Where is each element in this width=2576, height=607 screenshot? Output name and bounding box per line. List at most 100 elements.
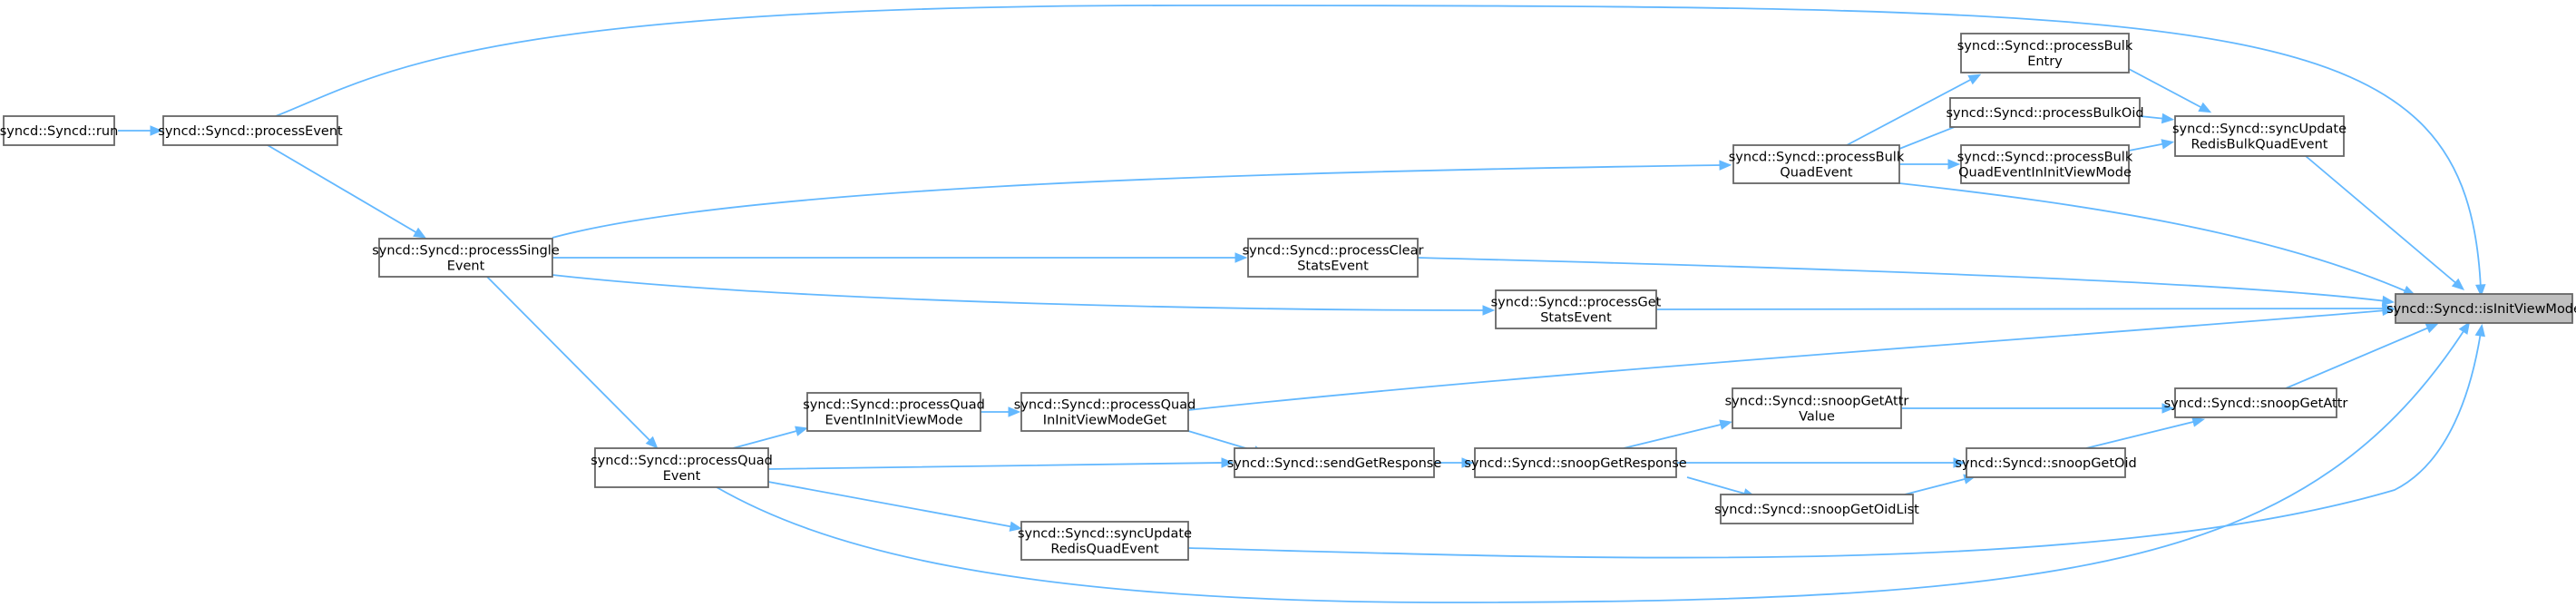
edge-line — [2128, 142, 2167, 152]
node-box — [1732, 144, 1900, 184]
arrowhead — [1953, 457, 1966, 468]
edge-process-quad-event-to-process-quad-event-in-init-view-mode — [732, 426, 808, 449]
arrowhead — [2474, 323, 2485, 338]
edges-layer — [118, 5, 2486, 603]
node-box — [2174, 115, 2345, 157]
node-box — [1495, 289, 1657, 329]
node-process-event[interactable]: syncd::Syncd::processEvent — [158, 115, 343, 146]
node-box — [806, 392, 981, 432]
node-label-line: syncd::Syncd::processGet — [1491, 296, 1662, 310]
arrowhead — [1008, 406, 1021, 417]
node-label-line: Entry — [2027, 54, 2063, 69]
node-box — [3, 115, 115, 146]
edge-snoop-get-response-to-snoop-get-attr-value — [1623, 419, 1733, 449]
node-box — [1949, 97, 2141, 128]
arrowhead — [2425, 323, 2439, 334]
node-snoop-get-response[interactable]: syncd::Syncd::snoopGetResponse — [1464, 447, 1687, 478]
edge-process-event-to-is-init-view-mode — [275, 5, 2486, 298]
edge-line — [1623, 423, 1725, 449]
edge-process-bulk-quad-event-in-init-view-mode-to-sync-update-redis-bulk-quad-event — [2128, 139, 2175, 152]
edge-process-bulk-oid-to-sync-update-redis-bulk-quad-event — [2139, 113, 2175, 124]
node-is-init-view-mode[interactable]: syncd::Syncd::isInitViewMode — [2386, 293, 2576, 324]
node-label-line: syncd::Syncd::processQuad — [590, 454, 773, 468]
edge-process-bulk-quad-event-to-process-bulk-entry — [1846, 73, 1982, 146]
node-snoop-get-attr[interactable]: syncd::Syncd::snoopGetAttr — [2164, 387, 2348, 418]
node-label-line: StatsEvent — [1297, 259, 1369, 274]
node-box — [378, 238, 553, 278]
edge-process-quad-event-to-sync-update-redis-quad-event — [767, 481, 1023, 532]
edge-line — [486, 276, 653, 444]
node-box — [162, 115, 338, 146]
edge-line — [1655, 308, 2387, 310]
node-send-get-response[interactable]: syncd::Syncd::sendGetResponse — [1227, 447, 1442, 478]
edge-line — [1846, 77, 1975, 146]
edge-process-bulk-quad-event-to-is-init-view-mode — [1898, 182, 2416, 296]
node-label-line: Value — [1799, 410, 1835, 425]
arrowhead — [645, 436, 659, 449]
arrowhead — [1719, 419, 1733, 430]
arrowhead — [2475, 284, 2486, 298]
node-label-line: syncd::Syncd::processBulk — [1957, 39, 2133, 54]
node-label-line: syncd::Syncd::snoopGetAttr — [2164, 397, 2348, 411]
arrowhead — [2451, 278, 2465, 291]
node-process-quad-in-init-view-mode-get[interactable]: syncd::Syncd::processQuadInInitViewModeG… — [1014, 392, 1196, 432]
node-process-bulk-quad-event-in-init-view-mode[interactable]: syncd::Syncd::processBulkQuadEventInInit… — [1957, 144, 2133, 184]
edge-sync-update-redis-bulk-quad-event-to-is-init-view-mode — [2305, 155, 2465, 291]
node-sync-update-redis-bulk-quad-event[interactable]: syncd::Syncd::syncUpdateRedisBulkQuadEve… — [2172, 115, 2347, 157]
edge-process-bulk-entry-to-sync-update-redis-bulk-quad-event — [2128, 68, 2212, 113]
edge-process-quad-event-in-init-view-mode-to-process-quad-in-init-view-mode-get — [981, 406, 1021, 417]
node-box — [1247, 238, 1419, 278]
arrowhead — [2458, 321, 2471, 335]
arrowhead — [2191, 416, 2206, 427]
node-label-line: RedisQuadEvent — [1050, 543, 1159, 557]
arrowhead — [2161, 139, 2175, 150]
arrowhead — [2198, 102, 2212, 113]
edge-line — [767, 481, 1015, 528]
edge-line — [716, 328, 2466, 603]
edge-line — [551, 274, 1488, 311]
edge-line — [275, 5, 2482, 289]
node-label-line: Event — [663, 469, 701, 484]
node-label-line: QuadEventInInitViewMode — [1958, 166, 2132, 181]
arrowhead — [2161, 113, 2175, 124]
arrowhead — [2381, 295, 2395, 307]
arrowhead — [1719, 160, 1732, 171]
node-label-line: syncd::Syncd::snoopGetOid — [1955, 456, 2136, 471]
edge-process-quad-event-to-send-get-response — [767, 457, 1234, 470]
edge-snoop-get-response-to-snoop-get-oid — [1676, 457, 1966, 468]
node-label-line: syncd::Syncd::processQuad — [803, 398, 985, 413]
node-process-bulk-oid[interactable]: syncd::Syncd::processBulkOid — [1946, 97, 2144, 128]
edge-line — [1686, 476, 1749, 495]
node-label-line: syncd::Syncd::processEvent — [158, 124, 343, 139]
edge-process-single-event-to-process-quad-event — [486, 276, 659, 449]
node-snoop-get-oid[interactable]: syncd::Syncd::snoopGetOid — [1955, 447, 2137, 478]
arrowhead — [150, 125, 163, 136]
node-label-line: syncd::Syncd::isInitViewMode — [2386, 302, 2576, 317]
node-label-line: syncd::Syncd::syncUpdate — [1018, 527, 1192, 542]
arrowhead — [1221, 457, 1234, 468]
arrowhead — [2382, 303, 2395, 314]
edge-process-single-event-to-process-bulk-quad-event — [551, 160, 1732, 239]
node-label-line: syncd::Syncd::processClear — [1243, 244, 1424, 259]
edge-line — [551, 164, 1724, 239]
edge-line — [767, 462, 1226, 470]
node-run[interactable]: syncd::Syncd::run — [0, 115, 118, 146]
arrowhead — [795, 426, 808, 436]
node-process-quad-event-in-init-view-mode[interactable]: syncd::Syncd::processQuadEventInInitView… — [803, 392, 985, 432]
node-label-line: EventInInitViewMode — [825, 414, 962, 428]
node-box — [1474, 447, 1677, 478]
node-label-line: syncd::Syncd::snoopGetOidList — [1714, 503, 1919, 517]
node-snoop-get-oid-list[interactable]: syncd::Syncd::snoopGetOidList — [1714, 494, 1919, 524]
edge-sync-update-redis-quad-event-to-is-init-view-mode — [1187, 323, 2485, 559]
edge-line — [2128, 68, 2205, 110]
nodes-layer: syncd::Syncd::run syncd::Syncd::processEv… — [0, 33, 2576, 561]
arrowhead — [1009, 521, 1023, 532]
